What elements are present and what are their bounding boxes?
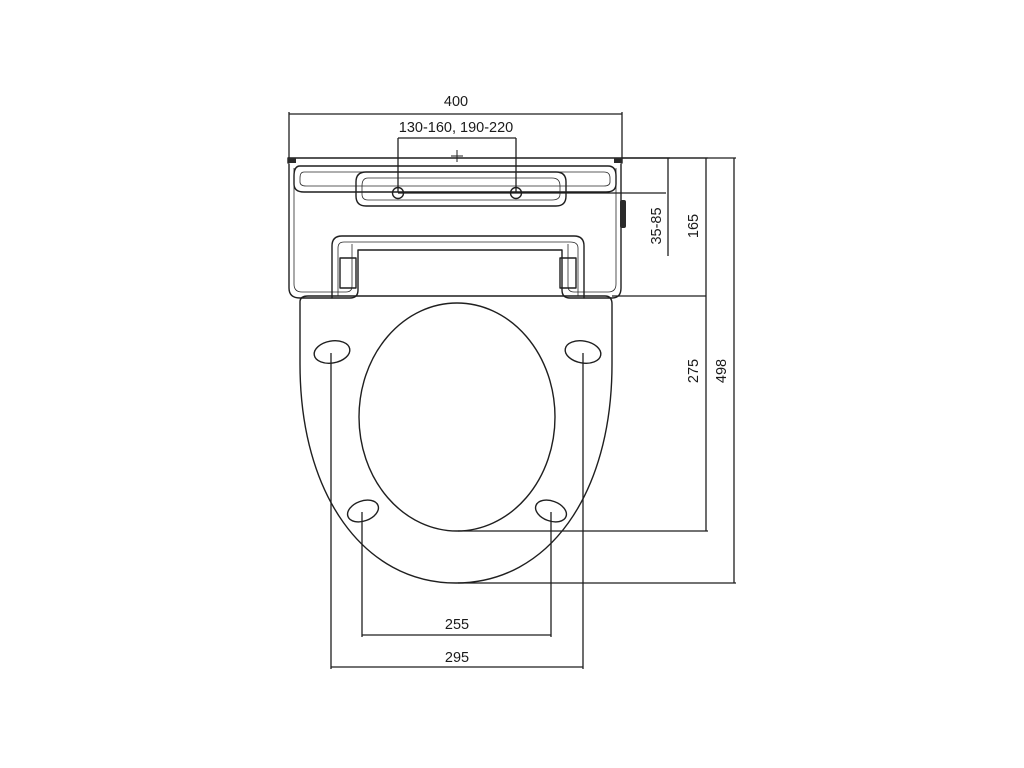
hinge-block (287, 150, 626, 299)
hinge-recess-inner (337, 241, 579, 296)
seat-outline (299, 295, 613, 584)
label-inner-width: 255 (445, 617, 469, 633)
label-hole-spacing: 130-160, 190-220 (399, 120, 514, 136)
mounting-plate (355, 171, 567, 207)
center-mark (451, 150, 463, 162)
hinge-recess-outline (331, 235, 585, 299)
mounting-plate-inner (361, 177, 561, 201)
label-hinge-depth: 165 (686, 214, 702, 238)
seat (299, 295, 613, 584)
label-outer-width: 295 (445, 650, 469, 666)
left-hinge-pin (339, 257, 357, 289)
dim-inner-width (361, 512, 552, 637)
hinge-top-band-inner (299, 171, 611, 187)
hinge-left-corner-mark (288, 158, 296, 163)
bumper-bottom-left (346, 499, 380, 523)
bumper-top-left (313, 340, 351, 364)
label-opening-length: 275 (686, 359, 702, 383)
label-overall-width: 400 (444, 94, 468, 110)
right-hinge-pin (559, 257, 577, 289)
bumper-bottom-right (534, 499, 568, 523)
dim-hole-spacing (397, 137, 517, 192)
side-control-knob (620, 200, 626, 228)
hinge-top-strip (287, 157, 623, 164)
hinge-right-corner-mark (614, 158, 622, 163)
hinge-inner-right (567, 168, 617, 293)
hinge-top-band (293, 165, 617, 193)
bumper-top-right (564, 340, 602, 364)
label-hinge-offset: 35-85 (649, 207, 665, 244)
dim-outer-width (330, 353, 584, 669)
label-overall-length: 498 (714, 359, 730, 383)
hinge-inner-left (293, 168, 353, 293)
dim-overall-length (458, 157, 736, 584)
hinge-body-outline (288, 163, 622, 299)
seat-opening (358, 302, 556, 532)
dim-overall-width (288, 112, 623, 158)
